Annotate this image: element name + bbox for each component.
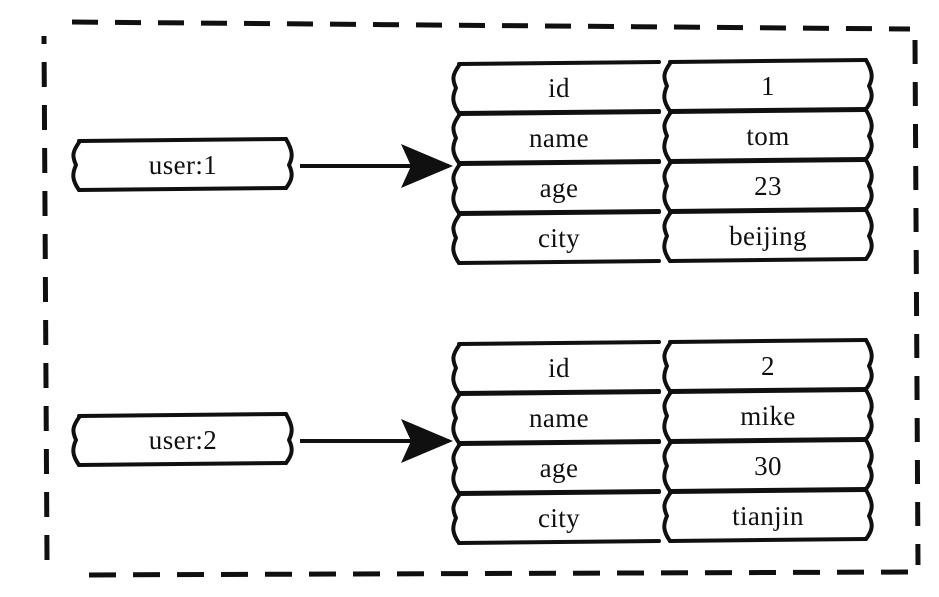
table-1-field-age: age [539,172,579,203]
table-1-value-city: beijing [729,220,807,251]
table-2-value-id: 2 [761,350,775,381]
table-2-field-city: city [537,502,581,533]
table-1-field-name: name [528,122,590,153]
table-2-value-city: tianjin [732,500,804,531]
table-1-value-name: tom [746,120,790,151]
table-1-field-city: city [537,222,581,253]
table-1-value-id: 1 [761,70,775,101]
key-label-user-2: user:2 [148,425,218,455]
table-2-value-age: 30 [754,450,782,481]
table-2-field-name: name [528,402,590,433]
table-2-value-name: mike [740,400,796,431]
table-2-field-age: age [539,452,579,483]
table-1-field-id: id [548,72,570,103]
table-2-field-id: id [548,352,570,383]
table-1-value-age: 23 [754,170,782,201]
key-label-user-1: user:1 [148,150,218,180]
